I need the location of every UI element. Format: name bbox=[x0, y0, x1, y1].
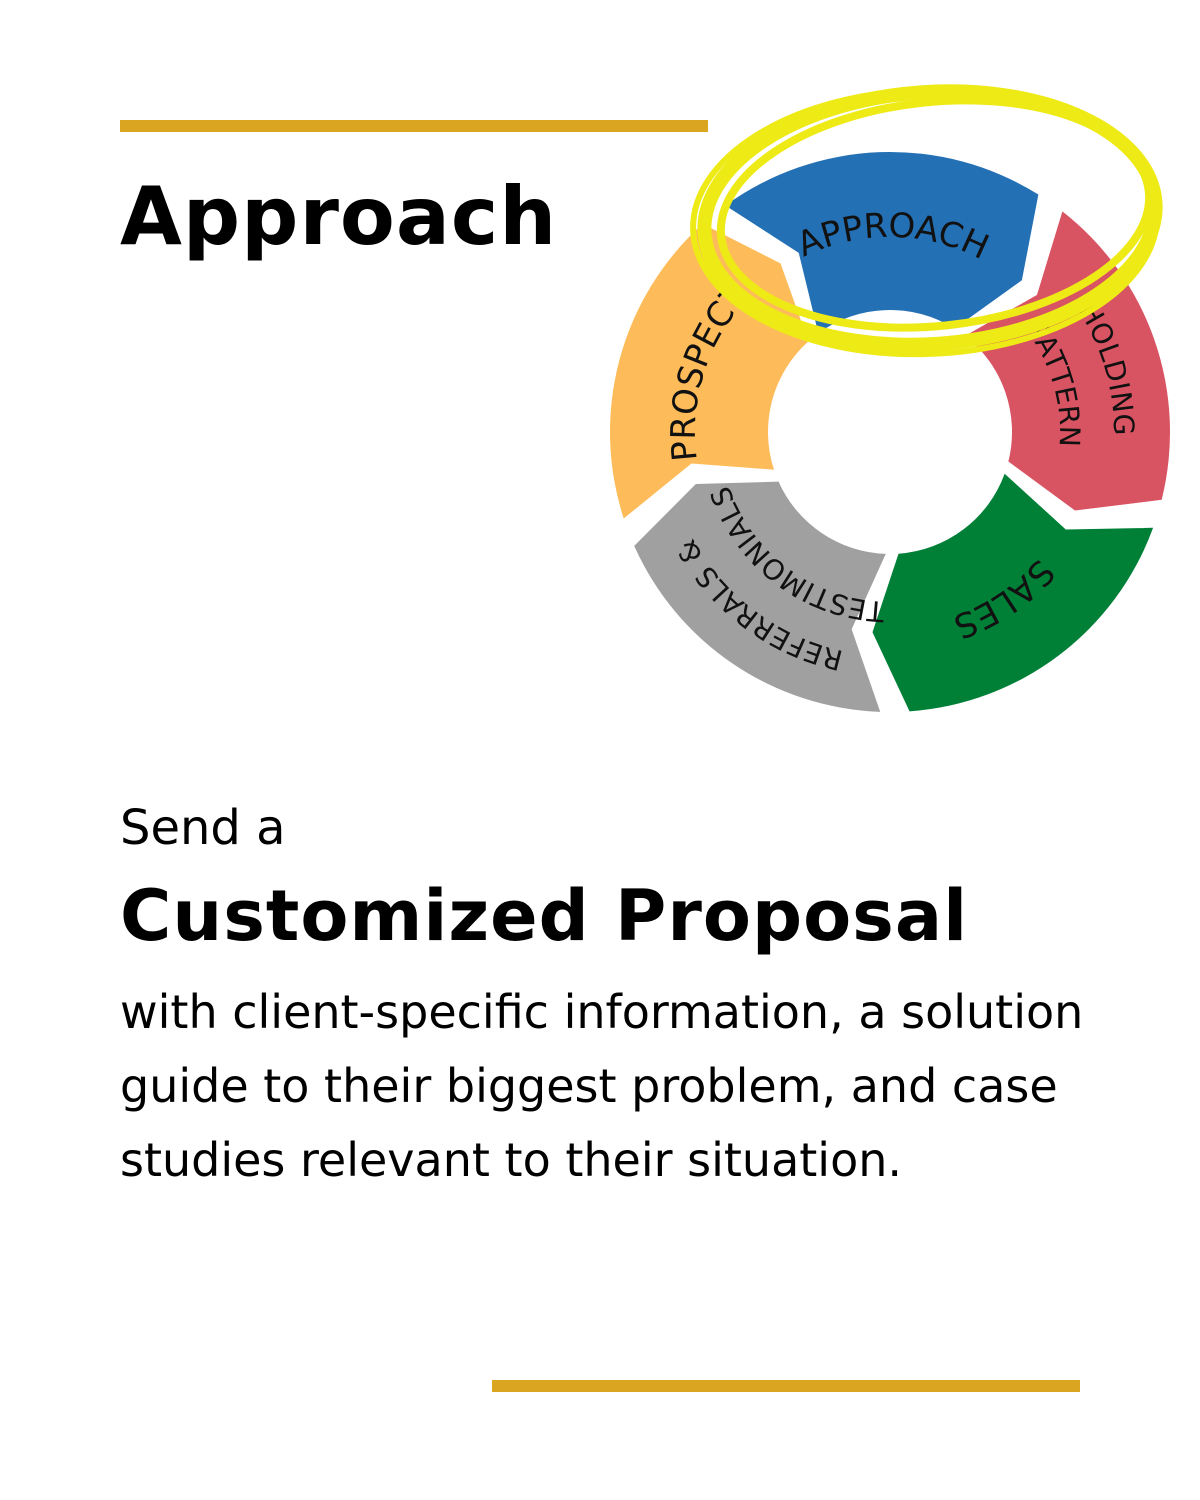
intro-text: Send a bbox=[120, 800, 286, 856]
top-accent-bar bbox=[120, 120, 708, 132]
segment-referrals bbox=[634, 481, 886, 712]
page-title: Approach bbox=[120, 170, 558, 263]
segment-approach bbox=[725, 152, 1039, 334]
highlight-scribble bbox=[690, 84, 1163, 358]
highlight-ellipse bbox=[716, 96, 1154, 332]
highlight-ellipse bbox=[690, 86, 1160, 358]
segment-sales bbox=[872, 473, 1154, 712]
bottom-accent-bar bbox=[492, 1380, 1080, 1392]
segment-prospect bbox=[609, 223, 809, 519]
body-text: with client-specific information, a solu… bbox=[120, 985, 1084, 1187]
headline: Customized Proposal bbox=[120, 875, 969, 957]
